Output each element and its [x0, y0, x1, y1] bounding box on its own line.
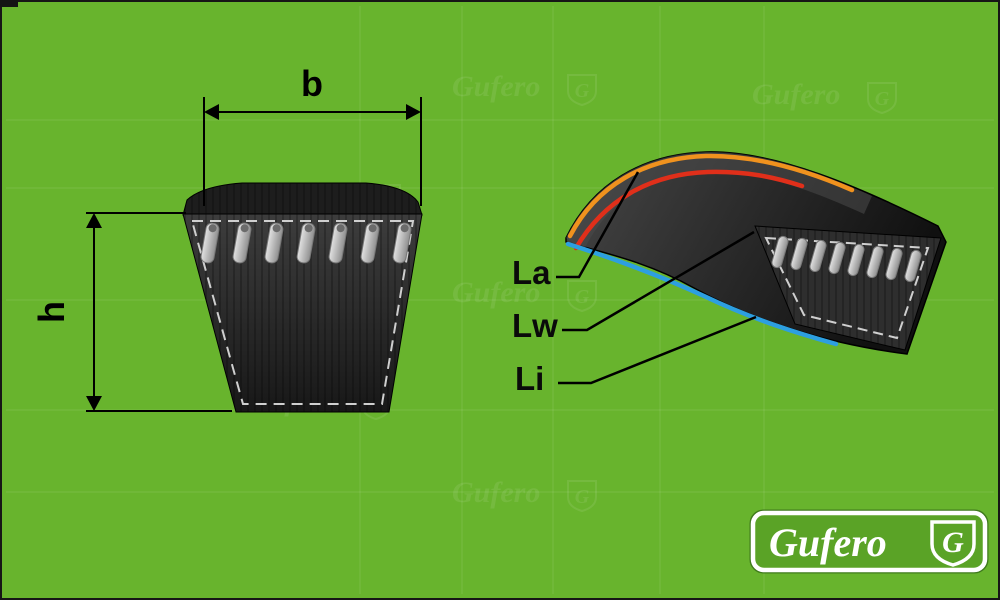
logo-badge: Gufero G — [749, 509, 989, 574]
belt-3d-top-face — [566, 151, 872, 250]
logo-outer-ring — [749, 509, 989, 574]
arrowhead-bottom — [86, 396, 102, 411]
belt-cross-section — [182, 182, 423, 413]
dimension-height — [86, 212, 232, 412]
logo-wordmark: Gufero — [769, 520, 887, 565]
cord-pin — [790, 237, 808, 271]
cord-pin — [809, 239, 827, 273]
cord-pin — [328, 222, 348, 264]
logo-shield: G — [930, 520, 976, 567]
logo-monogram: G — [942, 526, 964, 559]
arrowhead-left — [204, 104, 219, 120]
cord-pin — [885, 247, 903, 281]
leader-li — [558, 315, 757, 385]
cord-pin — [360, 222, 380, 264]
cord-pin — [866, 245, 884, 279]
la-outer-stripe — [567, 153, 855, 239]
cord-row — [200, 222, 412, 264]
cord-pin — [847, 243, 865, 277]
label-lw: Lw — [512, 307, 558, 344]
label-li: Li — [515, 360, 544, 397]
cord-pin — [392, 222, 412, 264]
cord-pin — [296, 222, 316, 264]
corner-mark — [0, 0, 18, 7]
arrowhead-top — [86, 213, 102, 228]
height-label: h — [31, 301, 72, 323]
cord-pin — [264, 222, 284, 264]
lw-pitch-stripe — [573, 169, 805, 251]
end-face-dashed-outline — [764, 236, 930, 340]
belt-cap-texture — [183, 183, 422, 215]
li-inner-stripe — [565, 241, 839, 347]
cord-pin — [828, 241, 846, 275]
leader-la — [556, 171, 640, 279]
cord-pin — [200, 222, 220, 264]
end-face-cord-row — [771, 235, 922, 283]
length-leaders — [556, 171, 757, 385]
dimension-width — [203, 97, 422, 206]
belt-3d — [565, 151, 947, 355]
cord-pin — [904, 249, 922, 283]
cord-pin — [232, 222, 252, 264]
width-label: b — [301, 63, 323, 104]
cord-pin — [771, 235, 789, 269]
arrowhead-right — [406, 104, 421, 120]
belt-body-texture — [183, 214, 422, 412]
belt-dashed-outline — [190, 220, 415, 405]
leader-lw — [562, 230, 755, 332]
logo-plate — [750, 510, 988, 573]
label-la: La — [512, 254, 551, 291]
